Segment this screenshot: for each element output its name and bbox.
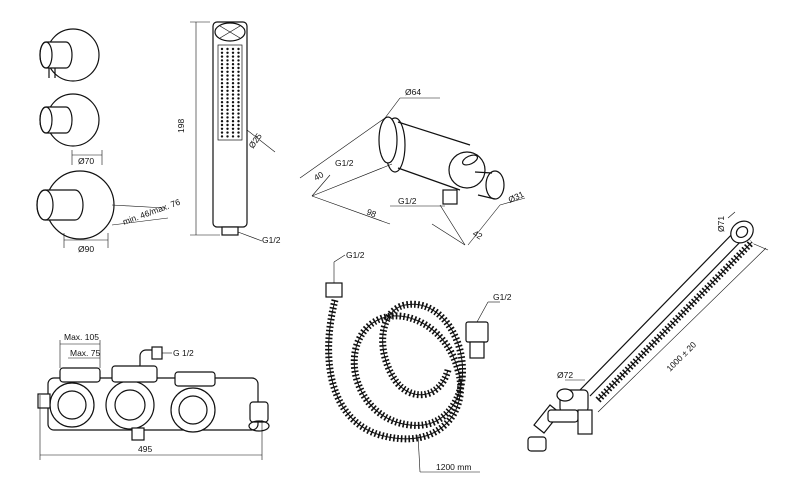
dia25-label: Ø25 — [246, 131, 264, 150]
dia90-label: Ø90 — [78, 244, 94, 254]
dia64-label: Ø64 — [405, 87, 421, 97]
g12-elbow-top-label: G1/2 — [335, 158, 354, 168]
hand-shower — [190, 21, 276, 242]
knob-small-top — [39, 28, 100, 82]
g12-hose-right-label: G1/2 — [493, 292, 512, 302]
len198-label: 198 — [176, 119, 186, 133]
knob-small-middle — [39, 93, 103, 165]
d40-label: 40 — [312, 169, 325, 183]
hose-length-label: 1200 mm — [436, 462, 471, 472]
max75-label: Max. 75 — [70, 348, 101, 358]
d42-label: 42 — [471, 228, 484, 242]
d495-label: 495 — [138, 444, 152, 454]
knob-large-bottom — [36, 170, 169, 248]
g12-elbow-bottom-label: G1/2 — [398, 196, 417, 206]
g12-hose-left-label: G1/2 — [346, 250, 365, 260]
slide-rail-assembly — [527, 211, 769, 452]
g12-valve-label: G 1/2 — [173, 348, 194, 358]
dia72-label: Ø72 — [557, 370, 573, 380]
hand-shower-nozzles — [220, 47, 240, 138]
rail-length-label: 1000 ± 20 — [664, 339, 698, 373]
wall-elbow — [299, 97, 526, 246]
shower-hose — [325, 254, 500, 473]
g12-handshower-label: G1/2 — [262, 235, 281, 245]
min-max-label: min. 46/max. 76 — [121, 197, 182, 227]
concealed-valve-body — [37, 340, 270, 460]
max105-label: Max. 105 — [64, 332, 99, 342]
dia31-label: Ø31 — [507, 189, 526, 205]
dia71-label: Ø71 — [716, 216, 726, 232]
dia70-label: Ø70 — [78, 156, 94, 166]
d98-label: 98 — [365, 207, 378, 220]
